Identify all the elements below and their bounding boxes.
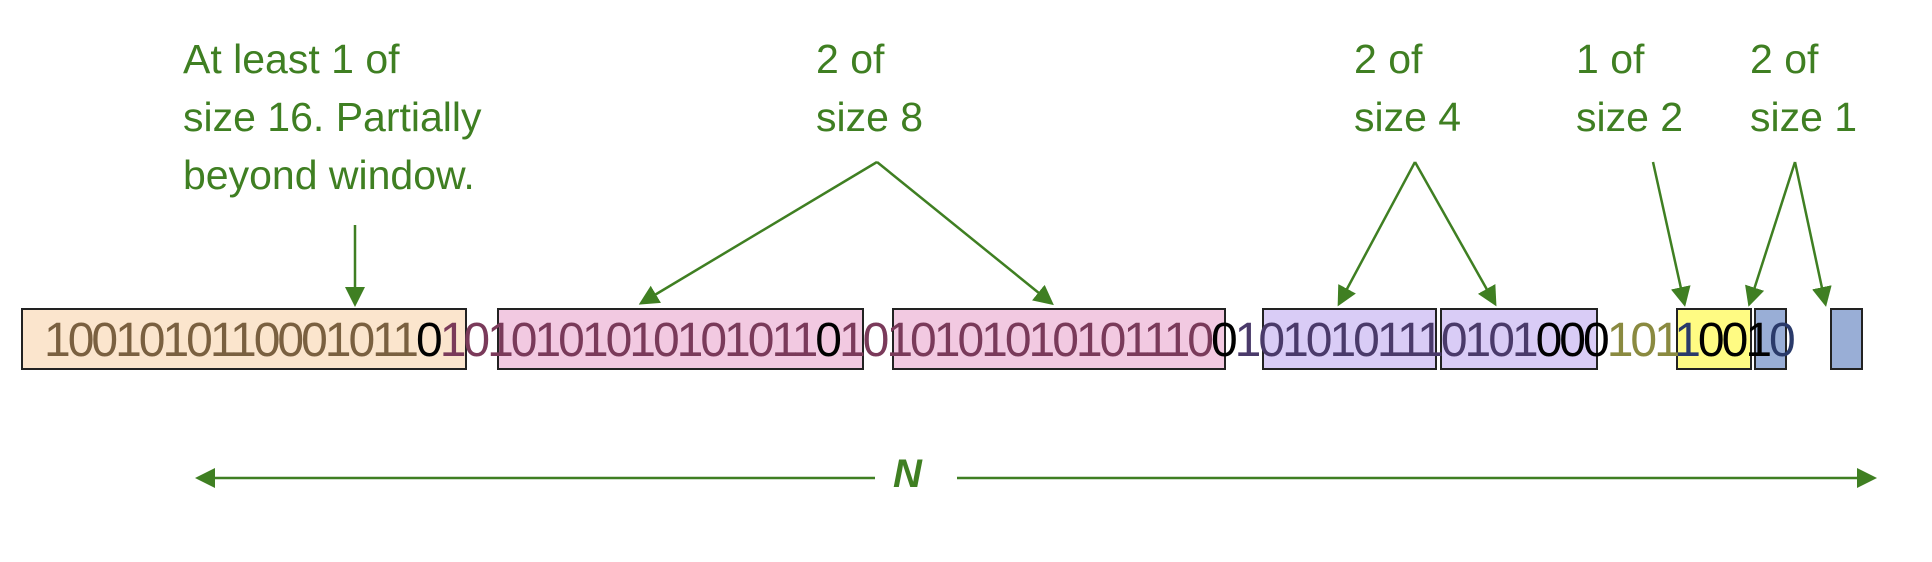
bucket-size4-b [1440,308,1598,370]
bits-gap-3: 0 [1210,314,1238,367]
label-size2: 1 of size 2 [1576,36,1684,140]
label-size4: 2 of size 4 [1354,36,1462,140]
bits-gap-4: 000 [1535,314,1610,367]
bucket-size2 [1676,308,1752,370]
bits-size4-b: 110101 [1396,314,1539,367]
bits-size8-a: 1010101010101011 [439,314,819,367]
bucket-size16 [21,308,467,370]
bits-size4-a: 1010101 [1234,314,1400,367]
bits-gap-2: 0 [815,314,842,367]
label-size8: 2 of size 8 [816,36,924,140]
bits-size16: 1001010110001011 [44,314,419,367]
bucket-size1-b [1830,308,1863,370]
arrow-size1-b [1793,161,1832,307]
arrow-size4-b [1413,161,1497,307]
bits-size1-b: 0 [1769,314,1796,367]
bucket-size8-b [892,308,1226,370]
label-size16: At least 1 of size 16. Partially beyond … [183,36,482,198]
bucket-size8-a [497,308,864,370]
bits-gap-5: 001 [1697,314,1772,367]
arrow-size4-a [1337,161,1417,307]
bit-stream: 1001010110001011010101010101010110101010… [44,308,1796,370]
bits-size2: 101 [1606,314,1678,367]
bits-size1-a: 1 [1674,314,1701,367]
arrow-size2 [1651,161,1691,307]
bits-gap-1: 0 [416,314,443,367]
window-label: N [893,452,922,496]
bucket-size4-a [1262,308,1437,370]
arrow-size8-b [876,161,1054,306]
bits-size8-b: 1010101010101110 [838,314,1214,367]
arrow-size8-a [638,160,878,305]
label-size1: 2 of size 1 [1750,36,1858,140]
arrow-size1-a [1745,161,1797,307]
bucket-size1-a [1754,308,1787,370]
